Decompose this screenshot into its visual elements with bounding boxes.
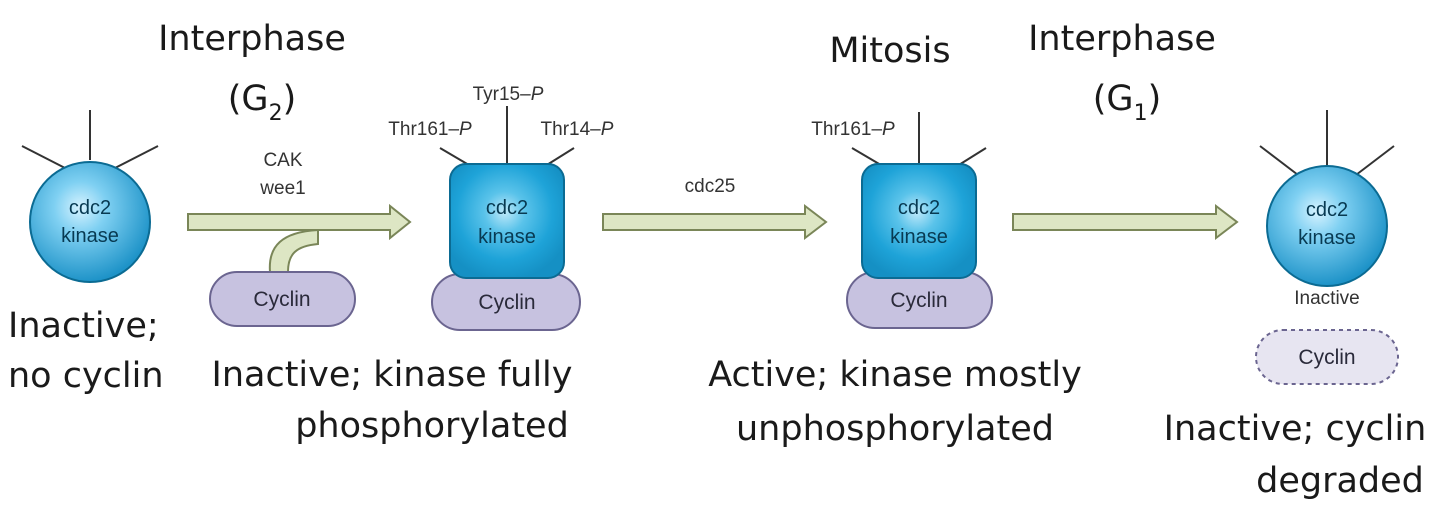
site-thr161: Thr161–P [811,119,895,140]
transition-interphase-g1: Interphase (G1) [1012,19,1239,241]
arrow-right-icon [602,203,828,241]
kinase-label-bottom: kinase [478,226,536,248]
kinase-label-top: cdc2 [898,197,940,219]
state-label: Inactive [1294,288,1359,309]
cyclin-label: Cyclin [1298,346,1355,369]
caption-line-2: unphosphorylated [736,409,1054,449]
kinase-sphere-icon [1266,165,1388,287]
kinase-label-bottom: kinase [61,225,119,247]
stage-mitosis-active: Mitosis Thr161–P cdc2 kinase Cyclin Acti… [708,31,1082,449]
kinase-square-icon [861,163,977,279]
caption-line-1: Active; kinase mostly [708,355,1082,395]
kinase-label-bottom: kinase [1298,227,1356,249]
transition-cdc25: cdc25 [602,176,828,241]
caption-line-2: phosphorylated [295,406,569,446]
caption-line-1: Inactive; kinase fully [212,355,573,395]
branch-arrow-icon [268,228,319,273]
stalk-left [1259,145,1303,179]
phase-title: Interphase [1028,19,1216,59]
caption-line-1: Inactive; [8,306,159,346]
enzyme-cdc25: cdc25 [685,176,736,197]
kinase-sphere-icon [29,161,151,283]
phase-subtitle: (G2) [228,79,296,126]
phase-title: Interphase [158,19,346,59]
caption-line-1: Inactive; cyclin [1164,409,1427,449]
cyclin-label: Cyclin [478,291,535,314]
arrow-right-icon [187,203,412,241]
arrow-right-icon [1012,203,1239,241]
site-tyr15: Tyr15–P [473,84,544,105]
cyclin-label: Cyclin [253,288,310,311]
stalk-right [114,145,159,169]
site-thr14: Thr14–P [541,119,614,140]
cyclin-pill-icon [1255,329,1399,385]
kinase-label-top: cdc2 [1306,199,1348,221]
stalk-left [21,145,66,169]
kinase-label-bottom: kinase [890,226,948,248]
phase-title: Mitosis [829,31,950,71]
site-thr161: Thr161–P [388,119,472,140]
enzyme-cak: CAK [263,150,302,171]
kinase-label-top: cdc2 [69,197,111,219]
stalk-right [1351,145,1395,179]
enzyme-wee1: wee1 [259,178,305,199]
stage-inactive-no-cyclin: cdc2 kinase Inactive; no cyclin [8,110,164,396]
caption-line-2: no cyclin [8,356,164,396]
caption-line-2: degraded [1256,461,1424,501]
stage-fully-phosphorylated: Tyr15–P Thr161–P Thr14–P cdc2 kinase Cyc… [212,84,614,446]
cyclin-pill-icon [209,271,356,327]
kinase-label-top: cdc2 [486,197,528,219]
transition-interphase-g2: Interphase (G2) CAK wee1 Cyclin [158,19,412,327]
kinase-square-icon [449,163,565,279]
phase-subtitle: (G1) [1093,79,1161,126]
cyclin-label: Cyclin [890,289,947,312]
stage-cyclin-degraded: cdc2 kinase Inactive Cyclin Inactive; cy… [1164,110,1427,501]
